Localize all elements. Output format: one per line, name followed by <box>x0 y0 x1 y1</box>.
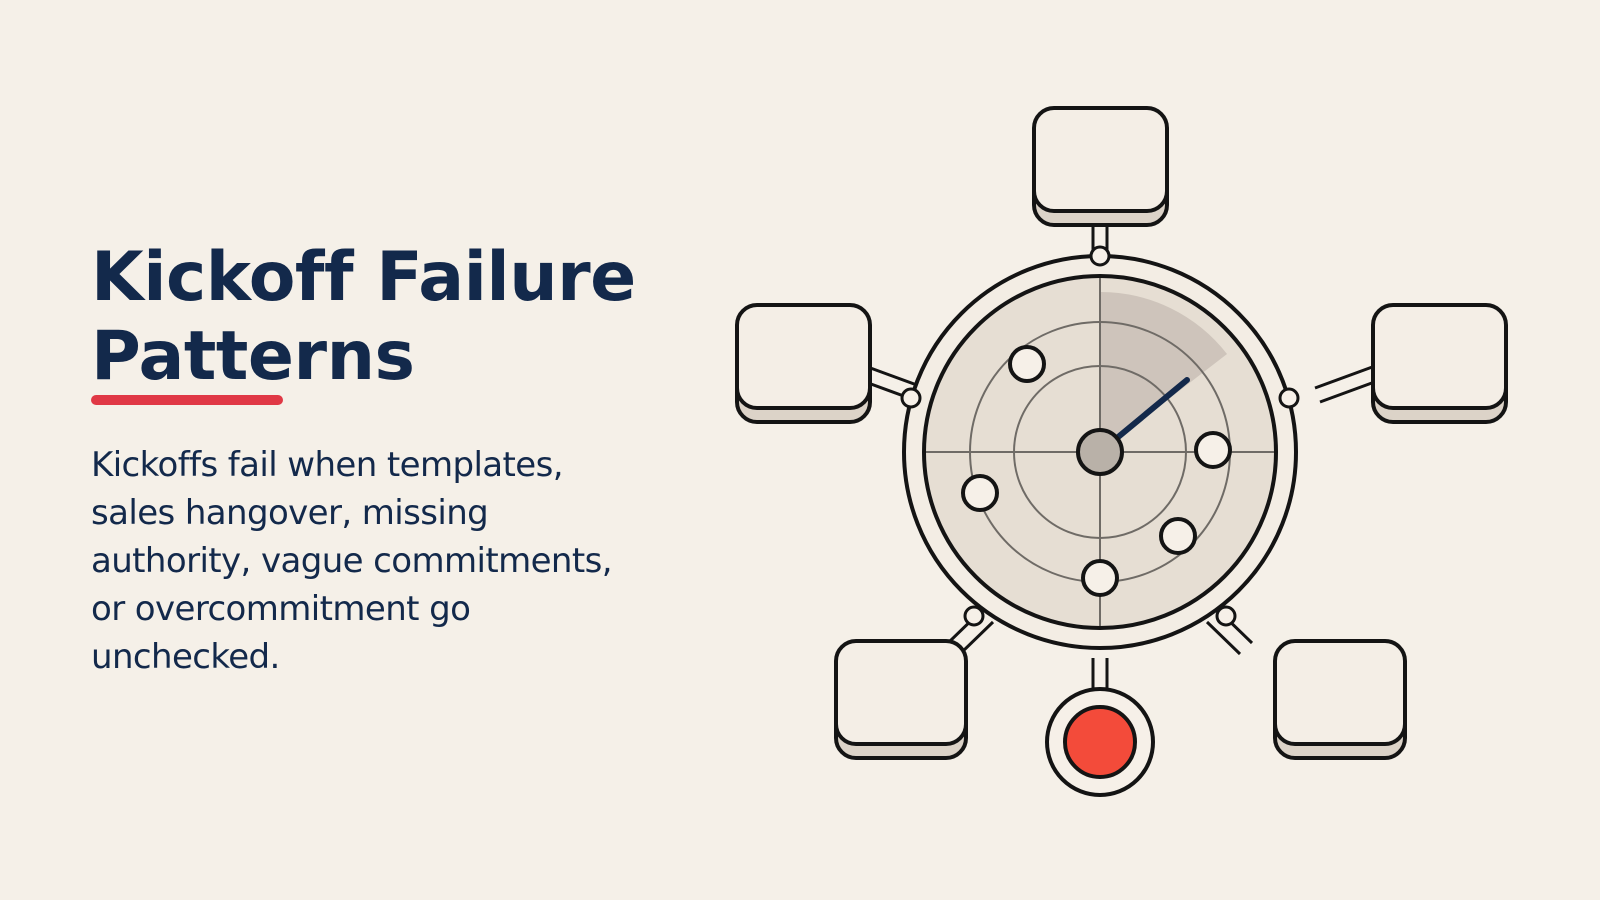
blip-dot <box>1159 517 1197 555</box>
slide-body-text: Kickoffs fail when templates, sales hang… <box>91 445 613 677</box>
ring-joints <box>900 245 1300 627</box>
node-box-icon <box>1273 639 1407 760</box>
blip-dot <box>1081 559 1119 597</box>
blip-dot <box>1008 345 1046 383</box>
radar-blips <box>961 345 1232 597</box>
node-box-icon <box>1371 303 1508 424</box>
connected-nodes <box>735 106 1508 760</box>
node-box-icon <box>735 303 872 424</box>
blip-dot <box>961 474 999 512</box>
node-box-icon <box>834 639 968 760</box>
slide-title: Kickoff Failure Patterns <box>91 238 636 396</box>
title-underline <box>91 395 283 405</box>
blip-dot <box>1194 431 1232 469</box>
alert-dot-icon <box>1045 687 1155 797</box>
node-box-icon <box>1032 106 1169 227</box>
